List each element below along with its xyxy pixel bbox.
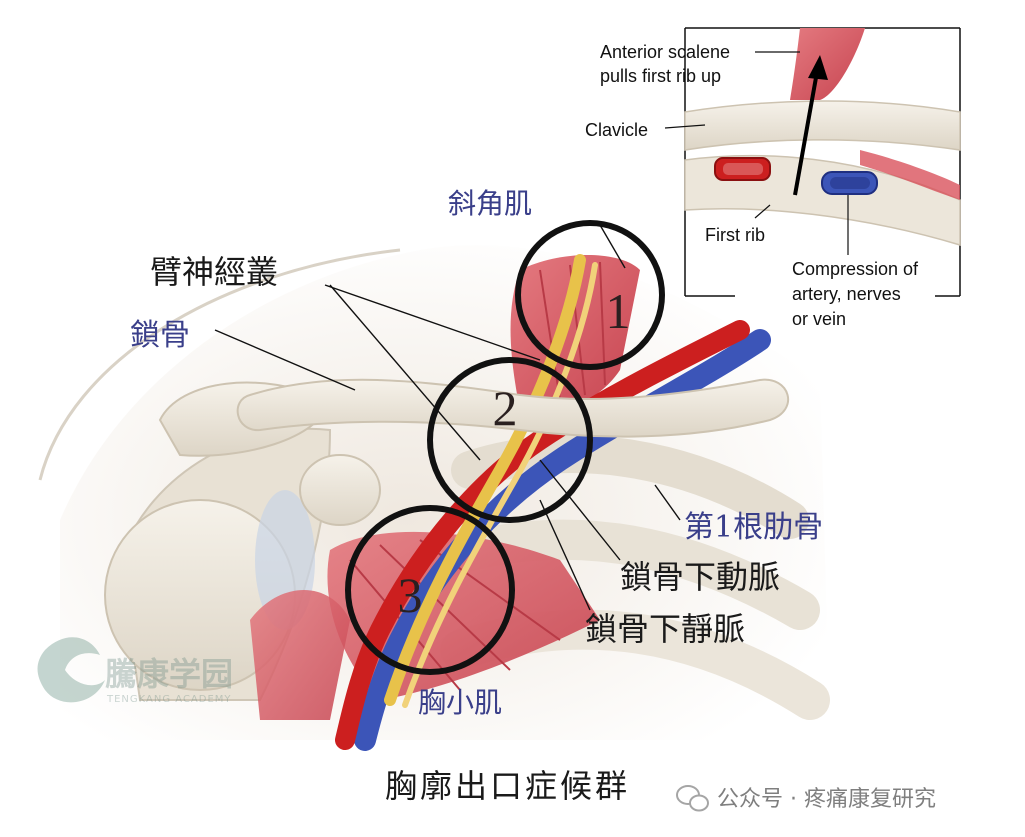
ring-3 <box>345 505 515 675</box>
watermark-logo-text: 騰康学园 <box>105 655 233 693</box>
wechat-icon <box>676 785 709 812</box>
inset-compression-1: Compression of <box>792 259 919 279</box>
ring-2 <box>427 357 593 523</box>
inset-compression-2: artery, nerves <box>792 284 901 304</box>
wechat-watermark: 公众号 · 疼痛康复研究 <box>676 785 936 812</box>
label-brachial-plexus: 臂神經叢 <box>150 253 278 291</box>
ring-1-number: 1 <box>606 283 631 339</box>
leader-lines <box>214 224 681 611</box>
inset-pulls-first-rib: pulls first rib up <box>600 66 721 86</box>
label-clavicle: 鎖骨 <box>130 318 190 353</box>
label-pectoralis-minor: 胸小肌 <box>418 686 502 719</box>
clavicle-shape <box>236 378 790 438</box>
brachial-plexus-shape <box>384 254 586 706</box>
inset-panel <box>664 27 961 297</box>
inset-first-rib: First rib <box>705 225 765 245</box>
ring-1 <box>515 220 665 370</box>
label-scalene: 斜角肌 <box>448 187 532 220</box>
shoulder-outline <box>38 248 401 481</box>
inset-clavicle: Clavicle <box>585 120 648 140</box>
ring-3-number: 3 <box>398 567 423 623</box>
ring-2-number: 2 <box>493 380 518 436</box>
label-subclavian-artery: 鎖骨下動脈 <box>620 558 780 596</box>
inset-anterior-scalene: Anterior scalene <box>600 42 730 62</box>
figure-caption: 胸廓出口症候群 <box>385 767 630 805</box>
coracoid <box>299 454 381 526</box>
watermark-logo: 騰康学园 TENGKANG ACADEMY <box>37 637 233 705</box>
label-first-rib: 第1根肋骨 <box>684 510 823 545</box>
label-subclavian-vein: 鎖骨下靜脈 <box>585 610 745 648</box>
deltoid-shape <box>250 590 350 720</box>
watermark-logo-subtext: TENGKANG ACADEMY <box>106 694 232 705</box>
subclavian-artery-shape <box>335 320 750 750</box>
inset-compression-3: or vein <box>792 309 846 329</box>
logo-mark-icon <box>37 637 105 703</box>
wechat-account-text: 公众号 · 疼痛康复研究 <box>717 787 936 812</box>
